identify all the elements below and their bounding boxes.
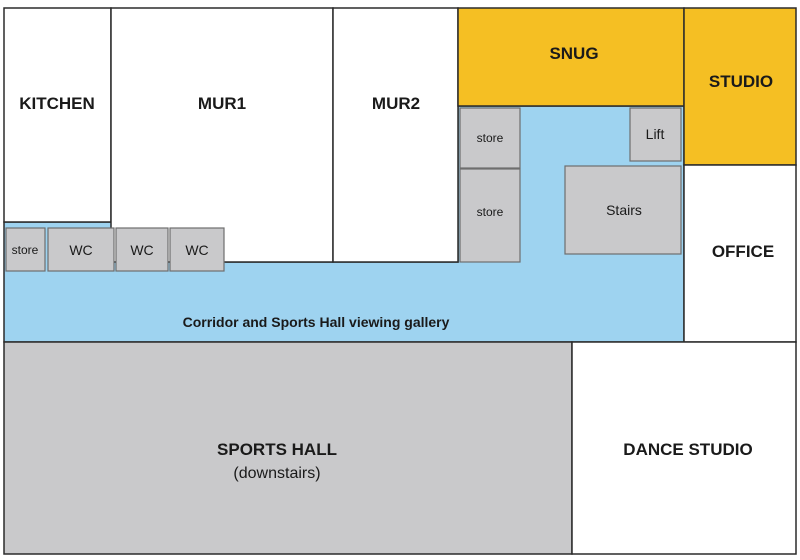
wc-1-room [47,227,115,272]
mur1-label: MUR1 [198,94,246,113]
sports-hall-note: (downstairs) [233,465,320,482]
wc-2-room [115,227,169,272]
store-left-label: store [12,243,39,257]
mur1-room [110,7,334,263]
office-label: OFFICE [712,242,774,261]
kitchen-label: KITCHEN [19,94,95,113]
wc-1-label: WC [69,242,92,258]
sports-hall-room [3,341,573,555]
lift-label: Lift [646,126,665,142]
dance-studio-label: DANCE STUDIO [623,440,752,459]
mur2-room [332,7,459,263]
store-lower-label: store [477,205,504,219]
wc-3-room [169,227,225,272]
corridor-label: Corridor and Sports Hall viewing gallery [183,314,450,330]
wc-2-label: WC [130,242,153,258]
sports-hall-label: SPORTS HALL [217,440,337,459]
lift-room [629,107,682,162]
dance-studio-room [571,341,797,555]
snug-label: SNUG [549,44,598,63]
stairs-label: Stairs [606,202,642,218]
wc-3-label: WC [185,242,208,258]
store-upper-label: store [477,131,504,145]
studio-room [683,7,797,166]
store-left-room [5,227,46,272]
snug-room [457,7,685,107]
studio-label: STUDIO [709,72,773,91]
store-upper-room [459,107,521,169]
office-room [683,164,797,343]
kitchen-room [3,7,112,223]
mur2-label: MUR2 [372,94,420,113]
stairs-room [564,165,682,255]
store-lower-room [459,168,521,263]
